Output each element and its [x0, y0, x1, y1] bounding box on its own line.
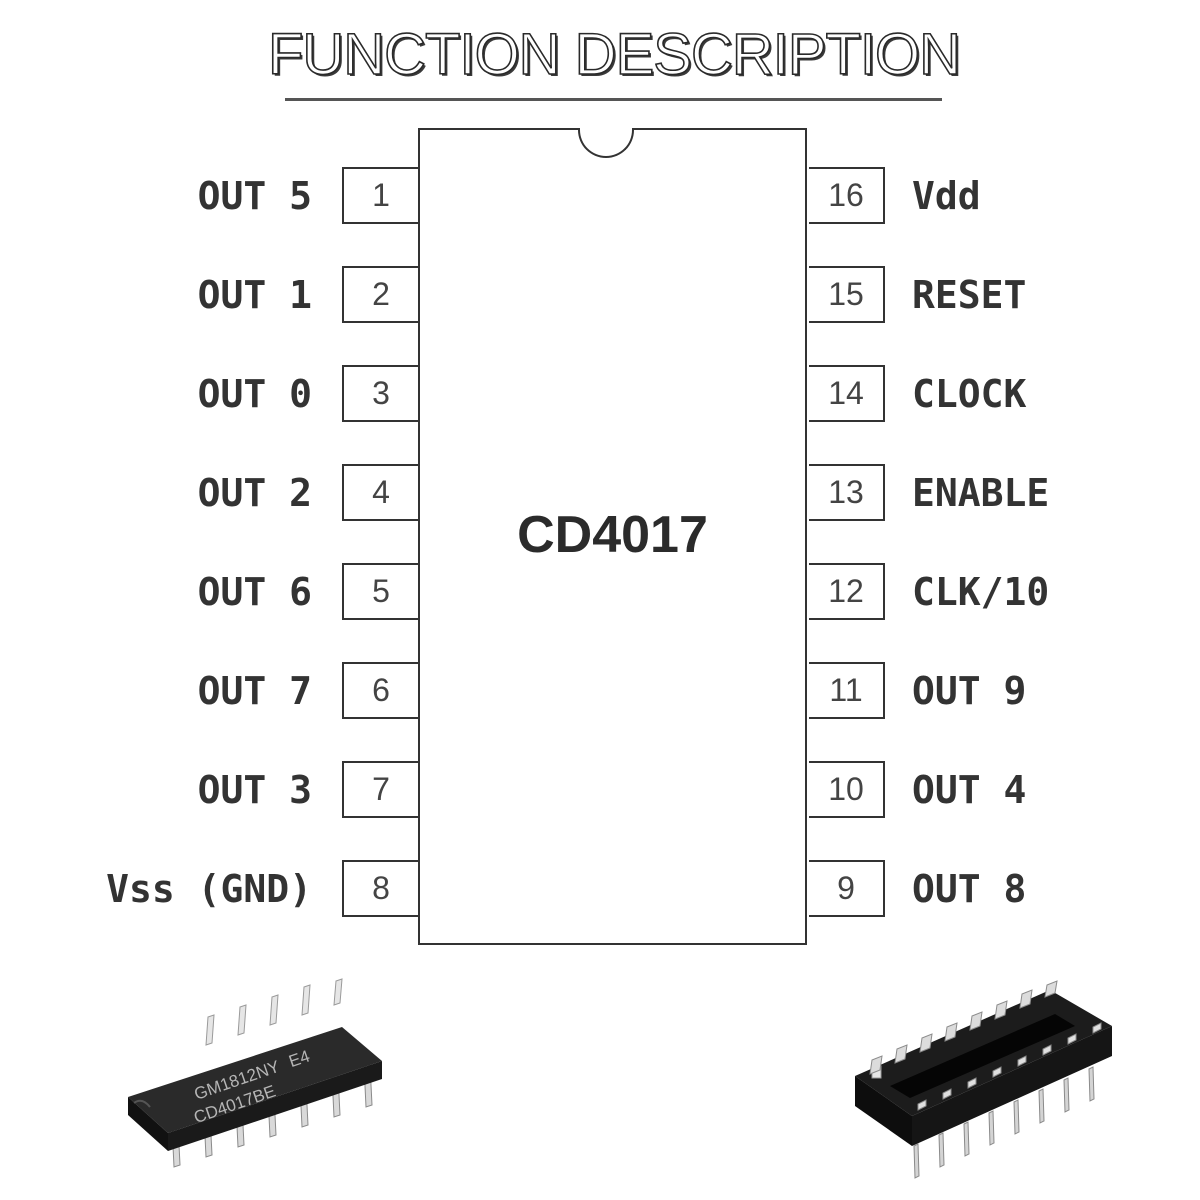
pin-16-box: 16 [809, 167, 885, 224]
pin-4-label: OUT 2 [197, 471, 312, 515]
pin-1-box: 1 [342, 167, 418, 224]
pin-15-label: RESET [912, 273, 1027, 317]
pin-14-box: 14 [809, 365, 885, 422]
ic-photo: GM1812NY E4 CD4017BE [128, 978, 382, 1168]
pin-5-label: OUT 6 [197, 570, 312, 614]
pin-8-box: 8 [342, 860, 418, 917]
pin-9-box: 9 [809, 860, 885, 917]
pin-12-label: CLK/10 [912, 570, 1050, 614]
pin-9-label: OUT 8 [912, 867, 1027, 911]
pin-6-label: OUT 7 [197, 669, 312, 713]
pin-13-label: ENABLE [912, 471, 1050, 515]
pin-8-label: Vss (GND) [106, 867, 312, 911]
pin-4-box: 4 [342, 464, 418, 521]
chip-body [418, 128, 807, 945]
pin-14-label: CLOCK [912, 372, 1027, 416]
pin-2-label: OUT 1 [197, 273, 312, 317]
pin-2-box: 2 [342, 266, 418, 323]
title-underline [285, 98, 942, 101]
pin-11-label: OUT 9 [912, 669, 1027, 713]
pin-12-box: 12 [809, 563, 885, 620]
pin-15-box: 15 [809, 266, 885, 323]
pin-13-box: 13 [809, 464, 885, 521]
pin-11-box: 11 [809, 662, 885, 719]
chip-name: CD4017 [517, 506, 708, 564]
pin-10-box: 10 [809, 761, 885, 818]
pin-5-box: 5 [342, 563, 418, 620]
pin-1-label: OUT 5 [197, 174, 312, 218]
page-title: FUNCTION DESCRIPTION [267, 21, 962, 88]
pin-16-label: Vdd [912, 174, 981, 218]
pin-7-label: OUT 3 [197, 768, 312, 812]
dip-socket-photo [855, 980, 1112, 1179]
pin-3-box: 3 [342, 365, 418, 422]
pin-6-box: 6 [342, 662, 418, 719]
pin-7-box: 7 [342, 761, 418, 818]
pin-10-label: OUT 4 [912, 768, 1027, 812]
pin-3-label: OUT 0 [197, 372, 312, 416]
